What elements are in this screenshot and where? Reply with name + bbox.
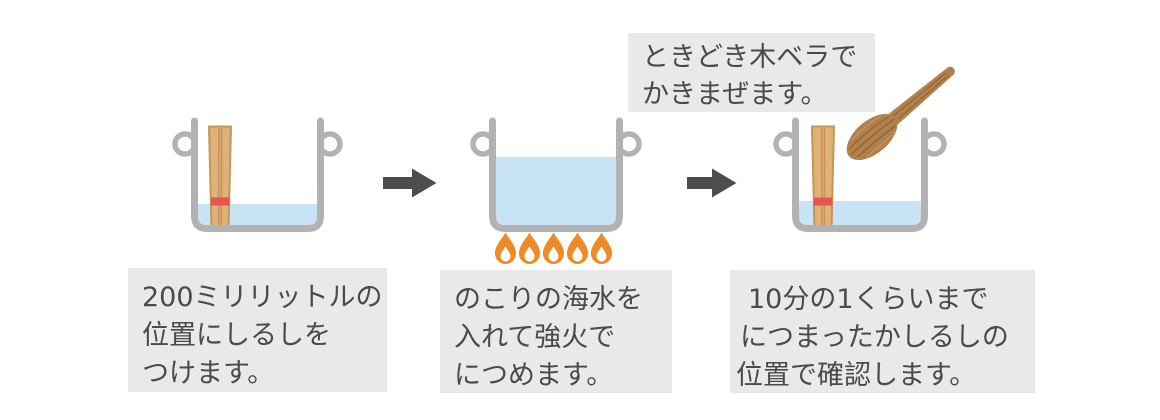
caption-line: 位置にしるしを <box>142 320 331 351</box>
step2-figure <box>470 117 642 264</box>
marker-band <box>813 197 833 206</box>
arrow-icon <box>687 168 737 198</box>
pot-icon <box>191 117 324 232</box>
caption-line: につまったかしるしの <box>740 322 1009 353</box>
note-stir-callout: ときどき木ベラで かきまぜます。 <box>628 33 875 112</box>
caption-line: 入れて強火で <box>454 322 616 353</box>
flame-icon <box>495 232 516 264</box>
caption-line: 200ミリリットルの <box>142 282 383 313</box>
flame-icon <box>519 232 540 264</box>
note-line: ときどき木ベラで <box>642 42 858 73</box>
flame-icon <box>567 232 588 264</box>
flame-icon <box>543 232 564 264</box>
step1-caption: 200ミリリットルの 位置にしるしを つけます。 <box>128 268 387 392</box>
caption-line: つけます。 <box>142 358 275 389</box>
flame-icon <box>591 232 612 264</box>
arrow-icon <box>383 168 437 198</box>
pot-icon <box>489 117 623 232</box>
note-line: かきまぜます。 <box>642 79 828 110</box>
caption-line: 10分の1くらいまで <box>748 284 989 315</box>
step3-figure <box>773 66 955 232</box>
caption-line: 位置で確認します。 <box>736 360 977 391</box>
step1-figure <box>172 117 343 232</box>
spatula-icon <box>846 66 955 161</box>
marker-band <box>210 197 230 206</box>
pot-icon <box>792 117 928 232</box>
caption-line: のこりの海水を <box>454 284 643 315</box>
chopsticks-icon <box>811 125 835 230</box>
flames <box>495 232 612 264</box>
caption-line: につめます。 <box>454 360 614 391</box>
step2-caption: のこりの海水を 入れて強火で につめます。 <box>440 270 672 393</box>
chopsticks-icon <box>208 125 232 230</box>
water <box>496 157 616 225</box>
step3-caption: 10分の1くらいまで につまったかしるしの 位置で確認します。 <box>730 270 1035 393</box>
